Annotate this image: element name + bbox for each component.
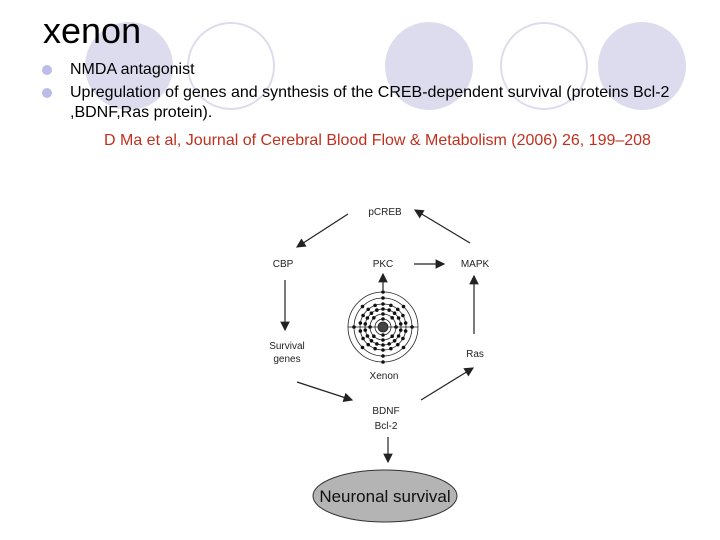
- node-ras: Ras: [466, 349, 484, 360]
- bullet-text: NMDA antagonist: [70, 61, 195, 78]
- electron-dot: [369, 338, 374, 343]
- electron-dot: [398, 322, 403, 326]
- electron-dot: [358, 329, 363, 333]
- electron-dot: [373, 303, 377, 308]
- arrow-survival-bdnf: [296, 381, 354, 402]
- electron-dot: [381, 343, 385, 347]
- electron-dot: [398, 328, 403, 332]
- outcome-ellipse: [312, 469, 458, 523]
- electron-dot: [381, 290, 385, 294]
- electron-dot: [396, 334, 401, 338]
- electron-dot: [381, 354, 385, 358]
- electron-dot: [368, 325, 372, 329]
- electron-dot: [396, 316, 401, 320]
- electron-dot: [381, 312, 385, 316]
- bullet-text: Upregulation of genes and synthesis of t…: [70, 84, 670, 121]
- arrow-bdnf-ras: [420, 367, 475, 401]
- electron-dot: [360, 304, 365, 309]
- bullet-icon: [42, 88, 52, 98]
- electron-dot: [395, 342, 400, 347]
- electron-dot: [352, 325, 356, 329]
- node-bdnf: BDNF: [372, 406, 399, 417]
- electron-dot: [390, 316, 394, 320]
- decor-circle-filled: [385, 22, 473, 110]
- electron-dot: [381, 333, 385, 337]
- electron-dot: [375, 342, 379, 346]
- decor-circle-filled: [85, 22, 173, 110]
- electron-dot: [358, 321, 363, 325]
- bullet-item: NMDA antagonist: [40, 60, 680, 80]
- electron-dot: [387, 342, 391, 346]
- electron-dot: [366, 342, 371, 347]
- bullet-list: NMDA antagonist Upregulation of genes an…: [40, 60, 680, 151]
- node-survival-genes: Survival: [269, 341, 305, 352]
- electron-dot: [381, 307, 385, 311]
- electron-dot: [392, 338, 397, 343]
- electron-dot: [381, 302, 385, 306]
- electron-dot: [381, 348, 385, 352]
- electron-dot: [401, 313, 405, 318]
- electron-dot: [389, 346, 393, 351]
- electron-dot: [363, 322, 368, 326]
- electron-dot: [392, 311, 397, 316]
- electron-dot: [361, 336, 365, 341]
- electron-dot: [381, 317, 385, 321]
- electron-dot: [373, 346, 377, 351]
- electron-dot: [372, 316, 376, 320]
- node-bcl2: Bcl-2: [375, 421, 398, 432]
- electron-dot: [381, 338, 385, 342]
- node-pcreb: pCREB: [368, 207, 402, 218]
- decor-circle-outline: [187, 22, 275, 110]
- electron-dot: [366, 307, 371, 312]
- electron-dot: [381, 360, 385, 364]
- arrow-mapk-pcreb: [413, 209, 471, 244]
- electron-dot: [365, 334, 370, 338]
- node-neuronal-survival: Neuronal survival: [319, 487, 450, 506]
- bullet-icon: [42, 65, 52, 75]
- node-survival-genes: genes: [273, 354, 300, 365]
- electron-dot: [381, 296, 385, 300]
- electron-dot: [387, 308, 391, 312]
- electron-dot: [410, 325, 414, 329]
- node-cbp: CBP: [273, 259, 294, 270]
- electron-dot: [369, 311, 374, 316]
- electron-dot: [372, 334, 376, 338]
- bullet-item: Upregulation of genes and synthesis of t…: [40, 83, 680, 123]
- node-mapk: MAPK: [461, 259, 490, 270]
- electron-dot: [389, 303, 393, 308]
- electron-dot: [403, 321, 408, 325]
- electron-dot: [375, 308, 379, 312]
- electron-dot: [394, 325, 398, 329]
- node-pkc: PKC: [373, 259, 394, 270]
- slide-title: xenon: [43, 10, 142, 51]
- electron-dot: [395, 307, 400, 312]
- arrow-pcreb-cbp: [295, 213, 349, 248]
- electron-dot: [361, 313, 365, 318]
- electron-dot: [401, 345, 406, 350]
- electron-dot: [401, 336, 405, 341]
- electron-dot: [401, 304, 406, 309]
- decor-circle-filled: [598, 22, 686, 110]
- electron-dot: [390, 334, 394, 338]
- node-xenon: Xenon: [370, 371, 399, 382]
- electron-dot: [363, 328, 368, 332]
- electron-dot: [403, 329, 408, 333]
- reference-citation: D Ma et al, Journal of Cerebral Blood Fl…: [104, 132, 651, 149]
- electron-dot: [365, 316, 370, 320]
- electron-dot: [360, 345, 365, 350]
- decor-circle-outline: [500, 22, 588, 110]
